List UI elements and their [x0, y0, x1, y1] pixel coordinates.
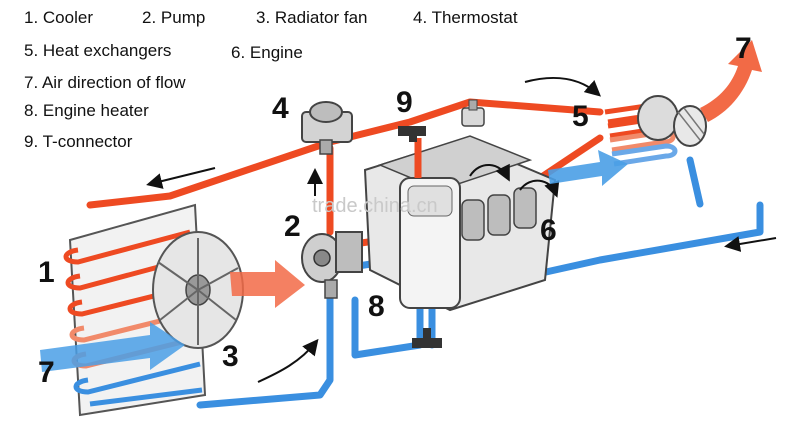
legend-engine: 6. Engine [231, 43, 303, 62]
pump-icon [301, 231, 363, 299]
legend-pump: 2. Pump [142, 8, 206, 27]
legend-t-connector: 9. T-connector [24, 132, 133, 151]
callout-air-out: 7 [735, 32, 752, 65]
callout-air-in: 7 [38, 356, 55, 389]
callout-exchanger: 5 [572, 100, 589, 133]
callout-cooler: 1 [38, 256, 55, 289]
air-into-exchanger-arrow [548, 150, 628, 186]
air-out-fan-arrow [230, 260, 305, 308]
t-connector-top [398, 126, 426, 142]
legend-cooler: 1. Cooler [24, 8, 93, 27]
legend-air-direction: 7. Air direction of flow [24, 73, 186, 92]
t-connector-bottom [412, 328, 442, 348]
legend-engine-heater: 8. Engine heater [24, 101, 149, 120]
callout-t-connector: 9 [396, 86, 413, 119]
callout-fan: 3 [222, 340, 239, 373]
callout-pump: 2 [284, 210, 301, 243]
air-out-exchanger-arrow [700, 40, 762, 122]
legend-radiator-fan: 3. Radiator fan [256, 8, 368, 27]
legend-heat-exchangers: 5. Heat exchangers [24, 41, 172, 60]
thermostat-icon [301, 101, 353, 155]
radiator-fan-icon [152, 231, 244, 349]
valve-top [461, 99, 485, 127]
callout-thermostat: 4 [272, 92, 289, 125]
callout-engine: 6 [540, 214, 557, 247]
air-in-arrow [40, 322, 185, 372]
watermark-text: trade.china.cn [312, 195, 438, 217]
engine-heater [399, 138, 461, 309]
heat-exchanger [604, 95, 707, 167]
legend-thermostat: 4. Thermostat [413, 8, 518, 27]
flow-arrows [146, 77, 777, 383]
callout-heater: 8 [368, 290, 385, 323]
